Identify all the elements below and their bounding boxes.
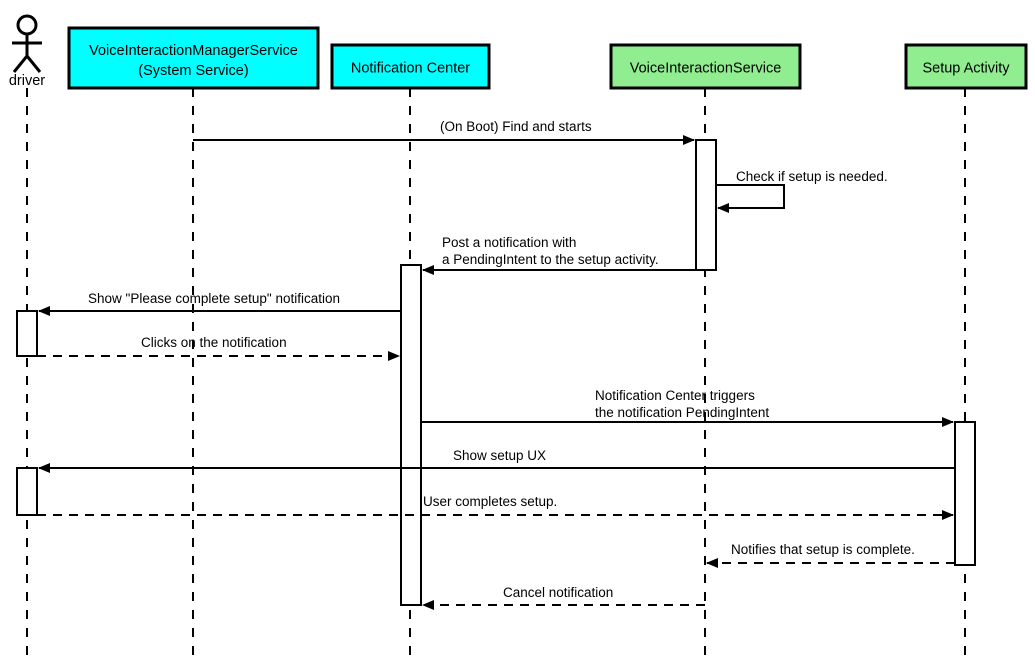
message-label: Notifies that setup is complete. (731, 542, 915, 557)
message-label: Clicks on the notification (141, 335, 287, 350)
message-label: Post a notification with (442, 235, 576, 250)
participant-label: driver (9, 73, 45, 89)
activation-bar-notification_center (400, 264, 422, 606)
message-label: Show setup UX (453, 448, 546, 463)
participant-label-line1: VoiceInteractionManagerService (89, 43, 298, 59)
message-m5[interactable]: Clicks on the notification (37, 335, 400, 361)
participant-driver[interactable]: driver (9, 14, 45, 89)
message-label: Check if setup is needed. (736, 169, 888, 184)
participant-box[interactable] (609, 43, 802, 90)
activation-bar-setup_activity (954, 421, 976, 566)
message-label: Notification Center triggers (595, 388, 755, 403)
participant-notification_center[interactable]: Notification Center (330, 43, 491, 90)
message-m10[interactable]: Cancel notification (422, 585, 705, 610)
message-m2[interactable]: Check if setup is needed. (716, 169, 888, 213)
message-label: (On Boot) Find and starts (440, 119, 592, 134)
activations-layer (16, 139, 976, 606)
message-label: the notification PendingIntent (595, 405, 769, 420)
message-m3[interactable]: Post a notification with a PendingIntent … (422, 235, 716, 275)
message-label: a PendingIntent to the setup activity. (442, 252, 659, 267)
participant-vims[interactable]: VoiceInteractionManagerService (System Se… (67, 26, 320, 90)
participant-box[interactable] (904, 43, 1028, 90)
message-label: Show "Please complete setup" notificatio… (88, 291, 340, 306)
message-m6[interactable]: Notification Center triggers the notifica… (421, 388, 954, 427)
participants-layer: driver VoiceInteractionManagerService (Sys… (9, 14, 1028, 90)
participant-box[interactable] (330, 43, 491, 90)
message-label: Cancel notification (503, 585, 613, 600)
actor-head-icon (16, 14, 38, 36)
participant-box[interactable] (67, 26, 320, 90)
actor-leg-right-icon (25, 55, 42, 73)
participant-label-line2: (System Service) (138, 63, 248, 79)
participant-label-line1: Notification Center (351, 61, 470, 77)
message-m1[interactable]: (On Boot) Find and starts (193, 119, 695, 145)
message-arrow-self (716, 184, 785, 213)
activation-bar-vis (695, 139, 717, 271)
message-m4[interactable]: Show "Please complete setup" notificatio… (38, 291, 401, 316)
actor-leg-left-icon (12, 55, 29, 73)
participant-label-line1: VoiceInteractionService (630, 61, 782, 77)
participant-vis[interactable]: VoiceInteractionService (609, 43, 802, 90)
message-m7[interactable]: Show setup UX (38, 448, 955, 473)
message-m9[interactable]: Notifies that setup is complete. (706, 542, 955, 568)
participant-setup_activity[interactable]: Setup Activity (904, 43, 1028, 90)
activation-bar-driver (16, 467, 38, 516)
message-m8[interactable]: User completes setup. (37, 494, 954, 520)
message-label: User completes setup. (423, 494, 557, 509)
activation-bar-driver (16, 310, 38, 357)
participant-label-line1: Setup Activity (922, 61, 1010, 77)
